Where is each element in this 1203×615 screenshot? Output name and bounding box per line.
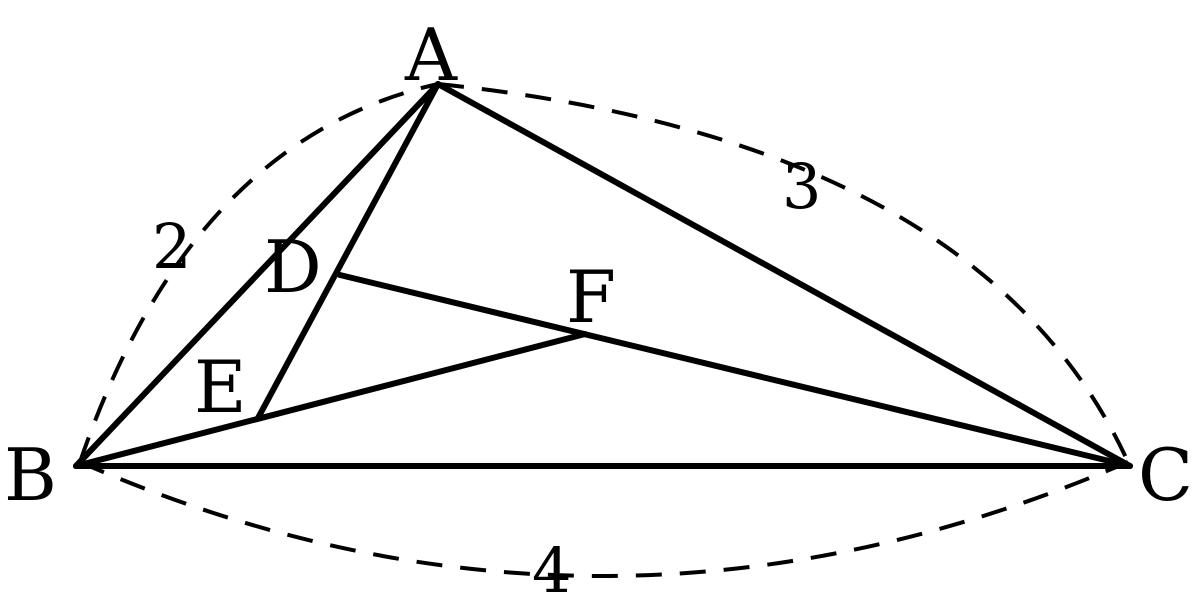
label-point-c: C — [1138, 433, 1193, 517]
label-length-bc: 4 — [532, 534, 571, 607]
label-point-e: E — [194, 345, 247, 429]
label-length-ac: 3 — [782, 150, 821, 223]
arc-bc — [79, 460, 1129, 578]
label-point-b: B — [4, 433, 57, 517]
arc-ab — [78, 82, 439, 463]
label-length-ab: 2 — [152, 210, 191, 283]
label-point-f: F — [566, 255, 616, 339]
segment-ae — [255, 81, 441, 421]
segment-dc — [337, 272, 1133, 469]
segment-ac — [435, 81, 1133, 469]
label-point-a: A — [404, 13, 458, 97]
arc-ac — [437, 82, 1130, 463]
segment-ab — [73, 81, 441, 469]
segment-bf — [73, 331, 588, 469]
label-point-d: D — [264, 225, 322, 309]
